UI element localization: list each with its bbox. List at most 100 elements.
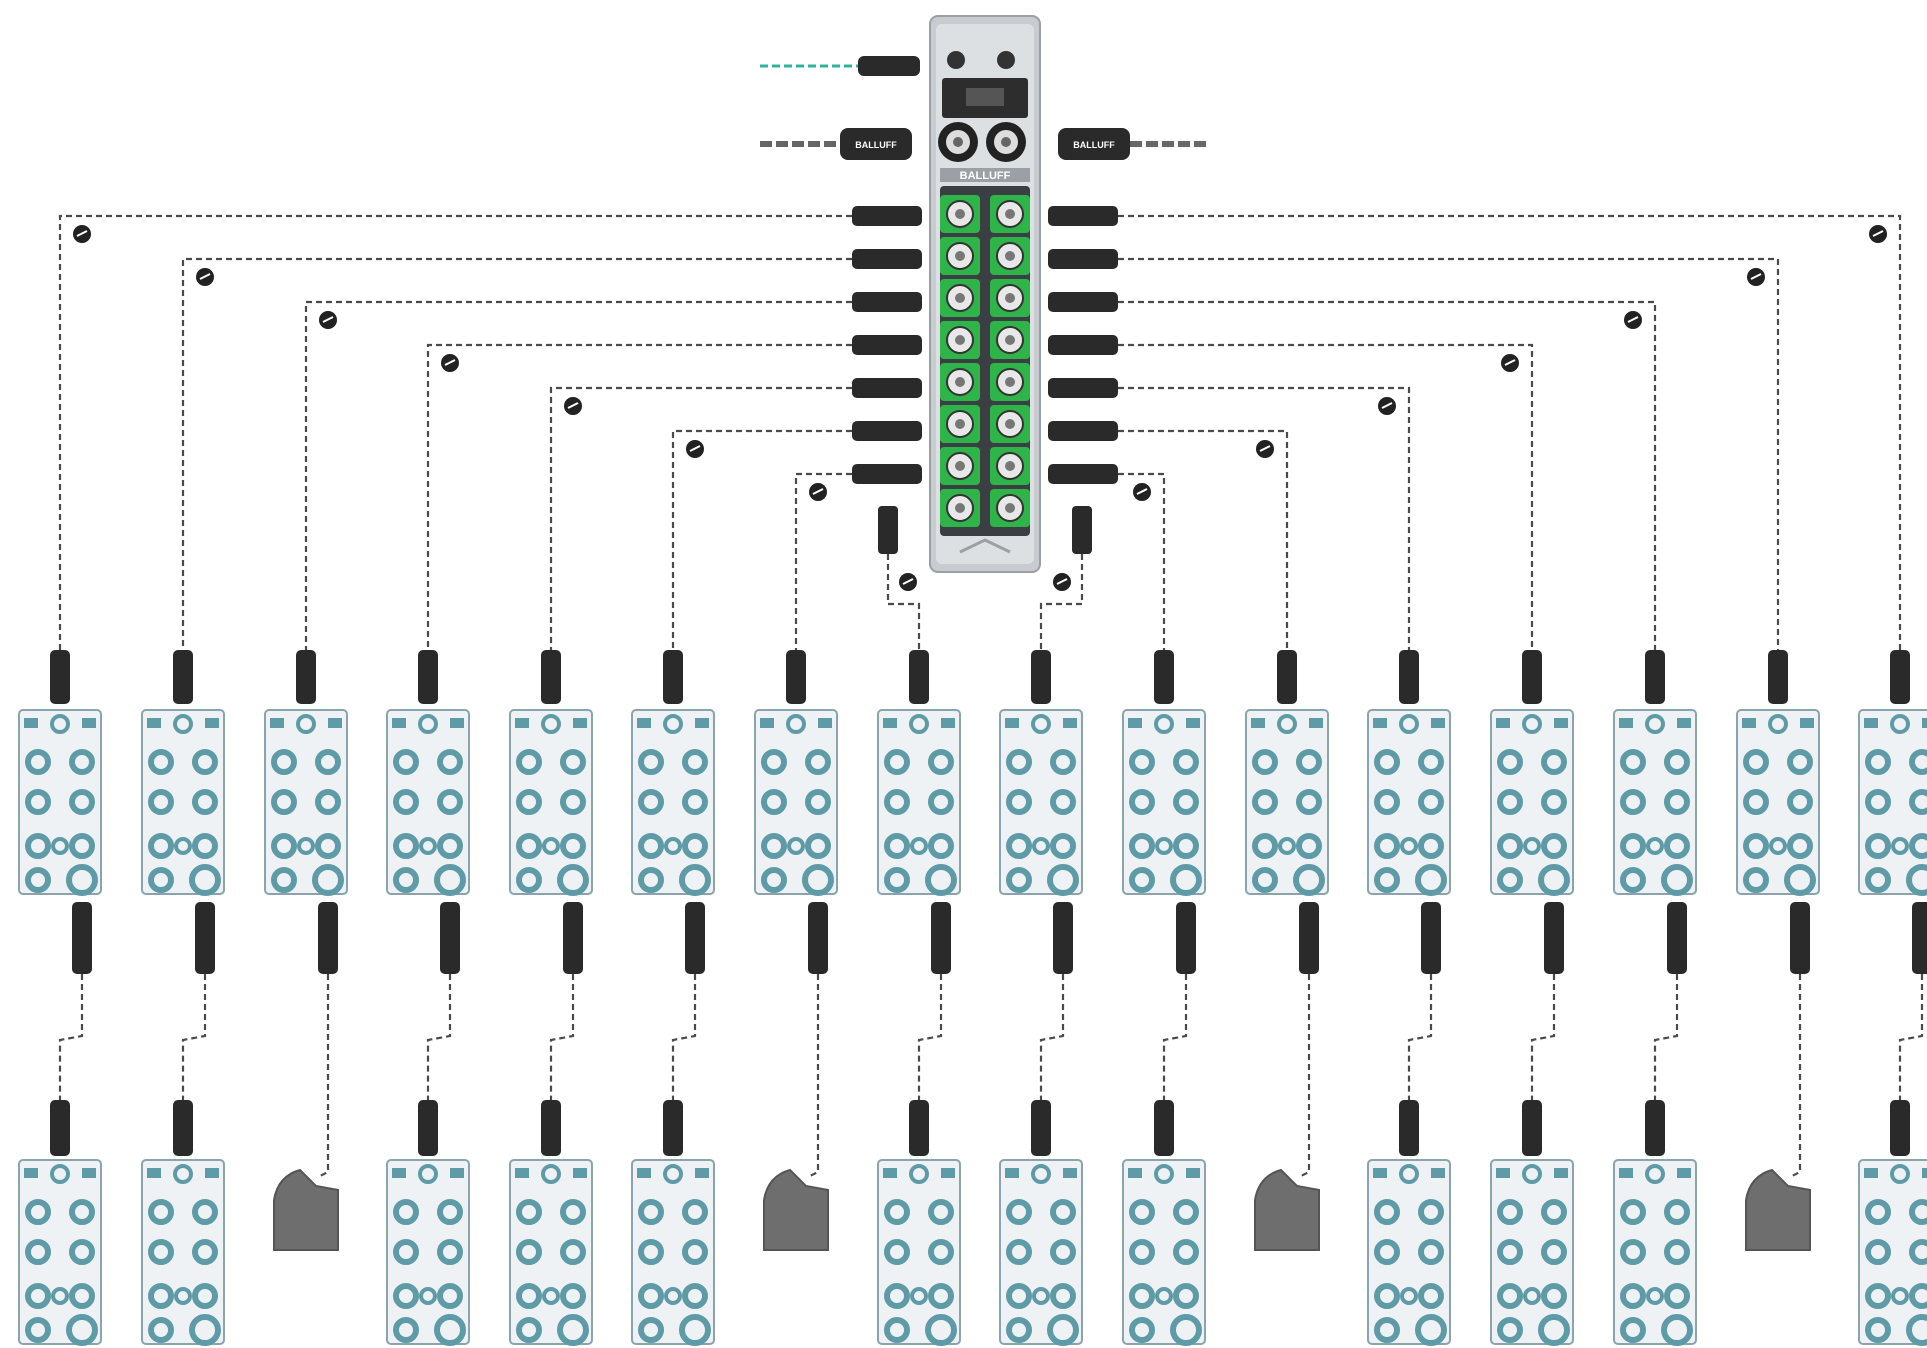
m12-connector-right	[1048, 464, 1118, 484]
hub-port	[1497, 789, 1523, 815]
hub-input-connector	[1522, 1100, 1542, 1156]
hub-input-port	[663, 714, 683, 734]
extension-cable	[1039, 974, 1065, 1100]
hub-port	[884, 789, 910, 815]
hub-port	[1129, 1199, 1155, 1225]
hub-housing	[754, 709, 838, 895]
hub-port	[560, 1283, 586, 1309]
hub-housing	[386, 709, 470, 895]
hub-port	[1418, 833, 1444, 859]
hub-port	[516, 1239, 542, 1265]
io-link-hub	[141, 709, 225, 896]
hub-led	[1554, 1168, 1568, 1178]
hub-port	[1661, 1314, 1693, 1346]
io-link-cable-left	[671, 429, 852, 650]
hub-port	[638, 749, 664, 775]
angled-connector-right	[1072, 506, 1092, 554]
hub-port	[1909, 833, 1927, 859]
hub-port	[437, 749, 463, 775]
housing-notch	[959, 538, 1011, 554]
io-link-port-pin	[955, 293, 965, 303]
hub-input-port	[541, 1164, 561, 1184]
io-link-port-pin	[1005, 377, 1015, 387]
hub-port	[805, 749, 831, 775]
m12-connector-right	[1048, 335, 1118, 355]
hub-port	[192, 1283, 218, 1309]
hub-port	[928, 1239, 954, 1265]
hub-port	[679, 864, 711, 896]
hub-port-small	[1032, 1287, 1050, 1305]
hub-led	[1128, 718, 1142, 728]
cable-marker-stripe	[1872, 230, 1884, 237]
hub-input-port	[786, 714, 806, 734]
hub-port	[1129, 833, 1155, 859]
hub-port	[1620, 1317, 1646, 1343]
hub-input-port	[1399, 714, 1419, 734]
power-connector-right-label: BALLUFF	[1073, 140, 1115, 150]
hub-led	[1063, 718, 1077, 728]
brand-plate	[940, 168, 1030, 182]
hub-input-connector	[418, 650, 438, 704]
hub-housing	[18, 709, 102, 895]
hub-port	[192, 833, 218, 859]
hub-port	[761, 867, 787, 893]
hub-port	[1006, 1239, 1032, 1265]
hub-port	[1541, 1239, 1567, 1265]
hub-port	[1620, 867, 1646, 893]
io-link-cable-left	[886, 554, 921, 650]
io-link-port-pin	[1005, 209, 1015, 219]
hub-housing	[631, 1159, 715, 1345]
hub-port	[1541, 789, 1567, 815]
hub-port	[148, 833, 174, 859]
hub-port	[1743, 789, 1769, 815]
hub-housing	[1613, 709, 1697, 895]
extension-cable	[1162, 974, 1188, 1100]
hub-port	[884, 749, 910, 775]
hub-port	[884, 1239, 910, 1265]
sensor-device	[273, 1168, 339, 1251]
io-link-port-pin	[1005, 251, 1015, 261]
hub-port	[148, 1283, 174, 1309]
hub-port	[393, 833, 419, 859]
hub-port	[25, 833, 51, 859]
hub-led	[450, 718, 464, 728]
hub-port	[192, 1199, 218, 1225]
hub-port	[1374, 789, 1400, 815]
cable-marker-stripe	[1136, 488, 1148, 495]
hub-input-connector	[418, 1100, 438, 1156]
hub-port	[1784, 864, 1816, 896]
hub-port	[25, 1317, 51, 1343]
extension-cable	[549, 974, 575, 1100]
extension-cable	[426, 974, 452, 1100]
hub-housing	[1613, 1159, 1697, 1345]
power-connector-left	[840, 128, 912, 160]
io-link-port-pin	[955, 251, 965, 261]
hub-input-port	[1645, 1164, 1665, 1184]
hub-input-connector	[909, 650, 929, 704]
io-link-hub	[877, 709, 961, 896]
hub-led	[1005, 718, 1019, 728]
hub-port	[1129, 1317, 1155, 1343]
hub-port	[1374, 867, 1400, 893]
hub-port	[1541, 833, 1567, 859]
hub-input-connector	[1890, 650, 1910, 704]
cable-marker-stripe	[76, 230, 88, 237]
hub-output-connector	[1544, 902, 1564, 974]
hub-port	[1173, 1199, 1199, 1225]
hub-port	[271, 867, 297, 893]
hub-port	[802, 864, 834, 896]
hub-port	[1173, 833, 1199, 859]
sensor-device	[763, 1168, 829, 1251]
hub-port	[682, 1199, 708, 1225]
hub-port	[638, 1283, 664, 1309]
hub-input-connector	[786, 650, 806, 704]
extension-cable	[1530, 974, 1556, 1100]
hub-port	[1006, 749, 1032, 775]
hub-port	[25, 789, 51, 815]
hub-output-connector	[1053, 902, 1073, 974]
hub-port	[1050, 1199, 1076, 1225]
hub-port	[25, 1283, 51, 1309]
hub-output-connector	[931, 902, 951, 974]
io-link-cable-right	[1039, 554, 1084, 650]
hub-port	[1865, 1283, 1891, 1309]
